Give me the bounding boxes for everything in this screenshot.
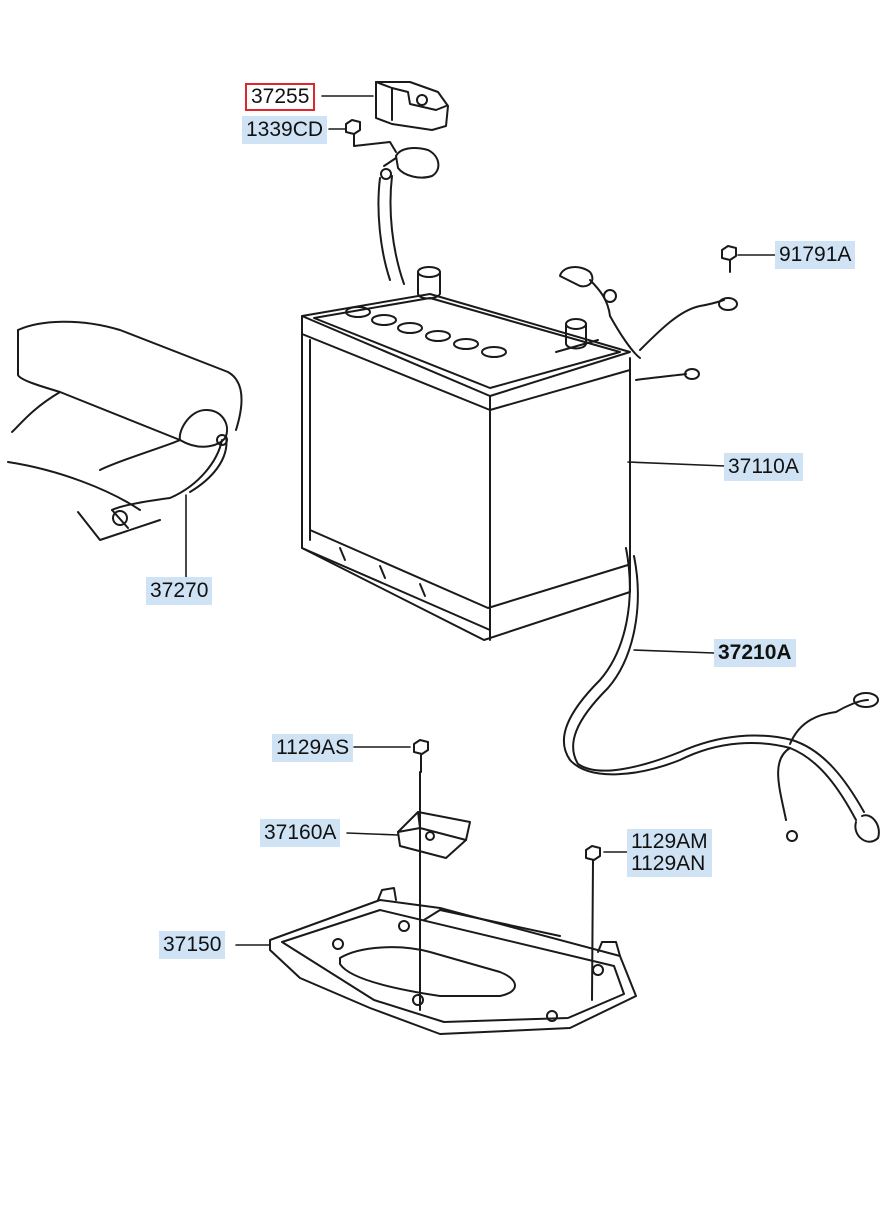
engine-block-drawing [7, 320, 243, 541]
part-label-91791a[interactable]: 91791A [775, 241, 856, 269]
part-label-1129as[interactable]: 1129AS [272, 734, 354, 762]
positive-cable-drawing [377, 147, 440, 285]
part-label-37160a[interactable]: 37160A [260, 819, 341, 847]
negative-cable-drawing [559, 266, 880, 843]
part-label-1129am-1129an[interactable]: 1129AM 1129AN [627, 829, 712, 877]
part-label-37110a[interactable]: 37110A [724, 453, 803, 481]
terminal-cover-drawing [375, 81, 449, 131]
part-label-1339cd[interactable]: 1339CD [242, 116, 328, 144]
battery-tray-drawing [269, 887, 637, 1035]
leader-lines [185, 95, 777, 946]
nut-drawing [345, 119, 397, 153]
part-label-37210a[interactable]: 37210A [714, 639, 796, 667]
part-label-37270[interactable]: 37270 [146, 577, 213, 605]
part-label-37255[interactable]: 37255 [245, 83, 316, 111]
battery-drawing [301, 266, 631, 641]
part-label-1129an[interactable]: 1129AN [631, 852, 706, 875]
part-label-1129am[interactable]: 1129AM [631, 830, 708, 853]
part-label-37150[interactable]: 37150 [159, 931, 226, 959]
hold-down-bracket-drawing [397, 811, 471, 859]
